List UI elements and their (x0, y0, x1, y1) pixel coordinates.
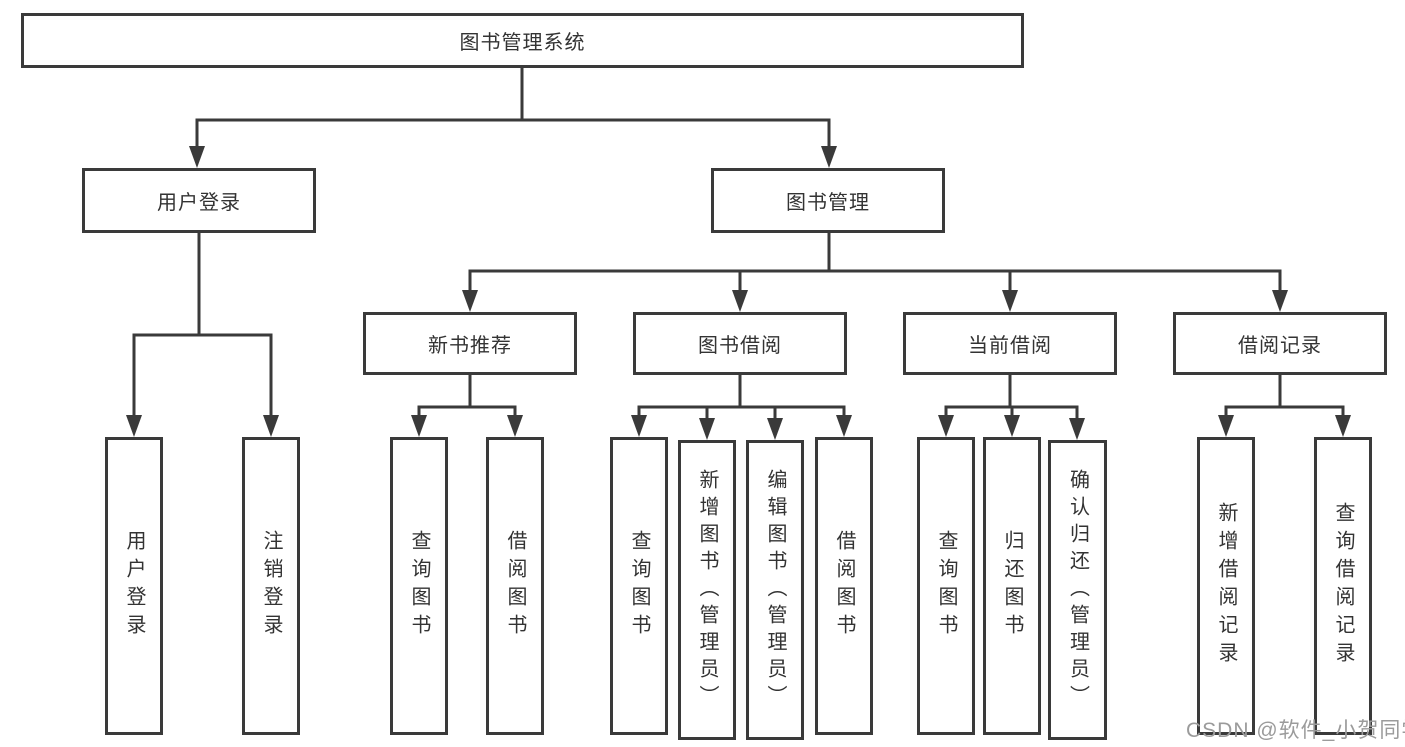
leaf-borrow-books-recommend-label: 借阅图书 (504, 530, 526, 642)
node-borrow-records-label: 借阅记录 (1238, 335, 1322, 357)
leaf-confirm-return-admin: 确认归还（管理员） (1048, 440, 1107, 740)
node-borrow-records: 借阅记录 (1173, 312, 1387, 375)
node-book-management: 图书管理 (711, 168, 945, 233)
node-book-borrow: 图书借阅 (633, 312, 847, 375)
leaf-query-books-borrow-label: 查询图书 (628, 530, 650, 642)
node-current-borrow: 当前借阅 (903, 312, 1117, 375)
watermark: CSDN @软件_小贺同学 (1186, 719, 1405, 742)
node-root: 图书管理系统 (21, 13, 1024, 68)
leaf-query-books-borrow: 查询图书 (610, 437, 668, 735)
leaf-add-borrow-record-label: 新增借阅记录 (1215, 502, 1237, 670)
leaf-query-books-current-label: 查询图书 (935, 530, 957, 642)
leaf-logout: 注销登录 (242, 437, 300, 735)
node-new-book-recommend-label: 新书推荐 (428, 335, 512, 357)
leaf-user-login: 用户登录 (105, 437, 163, 735)
leaf-query-borrow-record: 查询借阅记录 (1314, 437, 1372, 735)
node-current-borrow-label: 当前借阅 (968, 335, 1052, 357)
leaf-query-borrow-record-label: 查询借阅记录 (1332, 502, 1354, 670)
leaf-add-book-admin-label: 新增图书（管理员） (696, 468, 718, 712)
leaf-add-book-admin: 新增图书（管理员） (678, 440, 736, 740)
node-new-book-recommend: 新书推荐 (363, 312, 577, 375)
leaf-query-books-recommend: 查询图书 (390, 437, 448, 735)
leaf-borrow-books-borrow: 借阅图书 (815, 437, 873, 735)
leaf-logout-label: 注销登录 (260, 530, 282, 642)
leaf-edit-book-admin: 编辑图书（管理员） (746, 440, 804, 740)
leaf-query-books-current: 查询图书 (917, 437, 975, 735)
node-book-management-label: 图书管理 (786, 192, 870, 214)
leaf-return-books-label: 归还图书 (1001, 530, 1023, 642)
leaf-return-books: 归还图书 (983, 437, 1041, 735)
node-book-borrow-label: 图书借阅 (698, 335, 782, 357)
leaf-add-borrow-record: 新增借阅记录 (1197, 437, 1255, 735)
leaf-borrow-books-recommend: 借阅图书 (486, 437, 544, 735)
leaf-query-books-recommend-label: 查询图书 (408, 530, 430, 642)
leaf-user-login-label: 用户登录 (123, 530, 145, 642)
leaf-borrow-books-borrow-label: 借阅图书 (833, 530, 855, 642)
node-root-label: 图书管理系统 (459, 32, 586, 54)
leaf-edit-book-admin-label: 编辑图书（管理员） (764, 468, 786, 712)
node-user-login: 用户登录 (82, 168, 316, 233)
node-user-login-label: 用户登录 (157, 192, 241, 214)
leaf-confirm-return-admin-label: 确认归还（管理员） (1066, 468, 1089, 712)
